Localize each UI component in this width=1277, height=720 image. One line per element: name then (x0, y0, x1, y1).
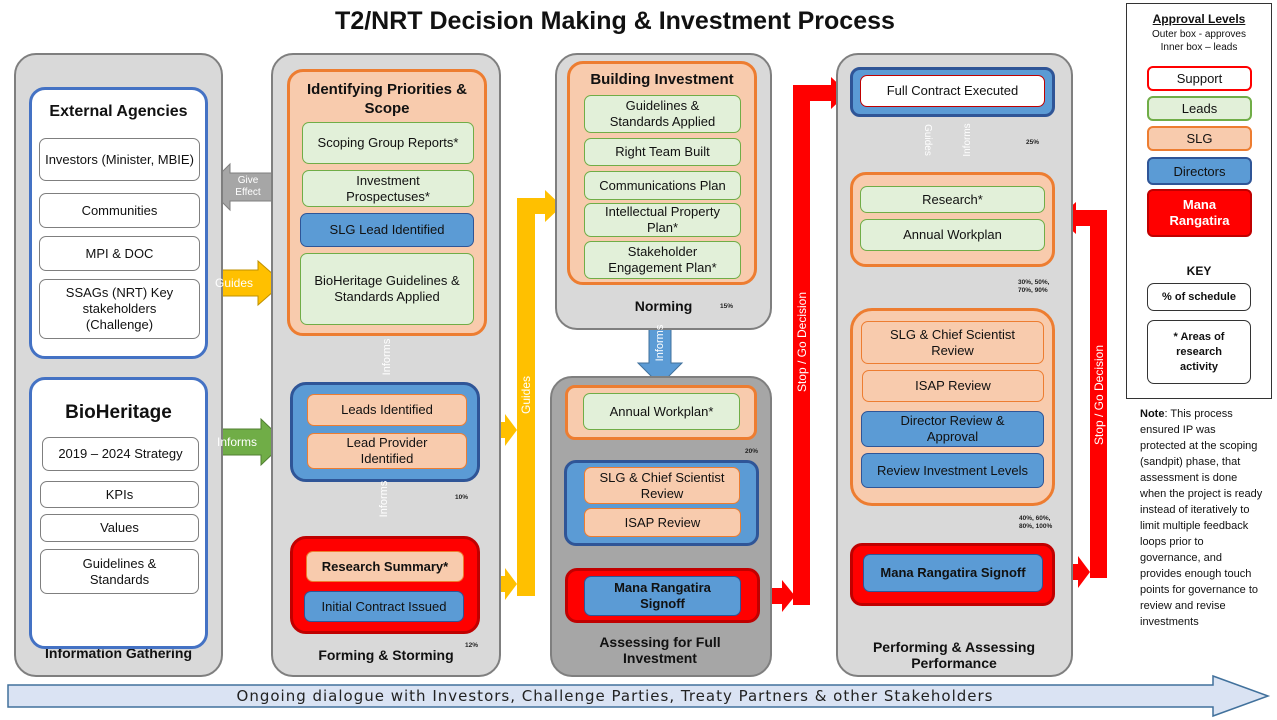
column-label-forming-storming: Forming & Storming (318, 647, 454, 663)
building-investment-title: Building Investment (590, 71, 734, 88)
performing-mana-rangatira-signoff-box: Mana Rangatira Signoff (863, 554, 1043, 592)
informs-label-down-4: Informs (961, 123, 973, 157)
director-review-box: Director Review & Approval (861, 411, 1044, 447)
informs-label-down-1: Informs (381, 338, 393, 376)
pct-leads: 10% (455, 494, 469, 501)
key-research-activity: * Areas of research activity (1147, 320, 1251, 384)
ssags-box: SSAGs (NRT) Key stakeholders (Challenge) (39, 279, 200, 339)
legend-title: Approval Levels (1152, 12, 1246, 26)
initial-contract-issued-box: Initial Contract Issued (304, 591, 464, 622)
guides-label-vertical: Guides (519, 375, 533, 415)
performing-isap-review-box: ISAP Review (862, 370, 1044, 402)
column-label-performing: Performing & Assessing Performance (872, 639, 1036, 671)
legend-support: Support (1147, 66, 1252, 91)
pct-norming: 15% (720, 303, 734, 310)
slg-lead-identified-box: SLG Lead Identified (300, 213, 474, 247)
research-box: Research* (860, 186, 1045, 213)
pct-assessing: 20% (745, 448, 759, 455)
informs-label-down-3: Informs (654, 324, 666, 362)
external-agencies-title: External Agencies (49, 103, 188, 120)
legend-slg: SLG (1147, 126, 1252, 151)
stop-go-label-1: Stop / Go Decision (795, 291, 809, 393)
communications-plan-box: Communications Plan (584, 171, 741, 200)
values-box: Values (40, 514, 199, 542)
scoping-group-reports-box: Scoping Group Reports* (302, 122, 474, 164)
leads-identified-box: Leads Identified (307, 394, 467, 426)
note-body: : This process ensured IP was protected … (1140, 408, 1263, 628)
informs-label-info: Informs (216, 435, 257, 449)
column-label-information-gathering: Information Gathering (45, 645, 192, 661)
column-label-assessing: Assessing for Full Investment (599, 634, 721, 666)
lead-provider-identified-box: Lead Provider Identified (307, 433, 467, 469)
footer-arrow (7, 674, 1271, 718)
pct-research: 12% (465, 642, 479, 649)
pct-contract: 25% (1026, 139, 1040, 146)
footer-dialogue: Ongoing dialogue with Investors, Challen… (236, 687, 994, 705)
informs-label-down-2: Informs (378, 480, 390, 518)
guides-label-down: Guides (922, 124, 934, 156)
legend-leads: Leads (1147, 96, 1252, 121)
note-text: Note: This process ensured IP was protec… (1140, 406, 1264, 630)
kpis-box: KPIs (40, 481, 199, 508)
performing-annual-workplan-box: Annual Workplan (860, 219, 1045, 251)
guides-label-info: Guides (214, 276, 254, 290)
pct-review-performing: 40%, 60%, 80%, 100% (1019, 515, 1053, 530)
bioheritage-title: BioHeritage (65, 402, 172, 423)
legend-directors: Directors (1147, 157, 1252, 185)
column-label-norming: Norming (634, 298, 693, 314)
legend-mana-rangatira: Mana Rangatira (1147, 189, 1252, 237)
communities-box: Communities (39, 193, 200, 228)
legend-subtitle-2: Inner box – leads (1160, 42, 1238, 53)
bioheritage-group (29, 377, 208, 649)
research-summary-box: Research Summary* (306, 551, 464, 582)
full-contract-executed-box: Full Contract Executed (860, 75, 1045, 107)
stakeholder-engagement-plan-box: Stakeholder Engagement Plan* (584, 241, 741, 279)
investors-box: Investors (Minister, MBIE) (39, 138, 200, 181)
stop-go-label-2: Stop / Go Decision (1092, 344, 1106, 446)
pct-research-performing: 30%, 50%, 70%, 90% (1018, 279, 1050, 294)
page-title: T2/NRT Decision Making & Investment Proc… (335, 6, 895, 35)
bioheritage-guidelines-applied-box: BioHeritage Guidelines & Standards Appli… (300, 253, 474, 325)
give-effect-label: Give Effect (235, 175, 261, 198)
slg-chief-scientist-review-box: SLG & Chief Scientist Review (584, 467, 740, 504)
guidelines-applied-box: Guidelines & Standards Applied (584, 95, 741, 133)
ip-plan-box: Intellectual Property Plan* (584, 203, 741, 237)
right-team-built-box: Right Team Built (584, 138, 741, 166)
strategy-box: 2019 – 2024 Strategy (42, 437, 199, 471)
guidelines-standards-box: Guidelines & Standards (40, 549, 199, 594)
performing-slg-review-box: SLG & Chief Scientist Review (861, 321, 1044, 364)
isap-review-box: ISAP Review (584, 508, 741, 537)
legend-subtitle-1: Outer box - approves (1152, 29, 1246, 40)
key-title: KEY (1186, 264, 1212, 278)
annual-workplan-box: Annual Workplan* (583, 393, 740, 430)
mpi-doc-box: MPI & DOC (39, 236, 200, 271)
investment-prospectuses-box: Investment Prospectuses* (302, 170, 474, 207)
assessing-mana-rangatira-signoff-box: Mana Rangatira Signoff (584, 576, 741, 616)
key-schedule: % of schedule (1147, 283, 1251, 311)
note-label: Note (1140, 408, 1165, 420)
identifying-priorities-title: Identifying Priorities & Scope (306, 81, 468, 117)
review-investment-levels-box: Review Investment Levels (861, 453, 1044, 488)
